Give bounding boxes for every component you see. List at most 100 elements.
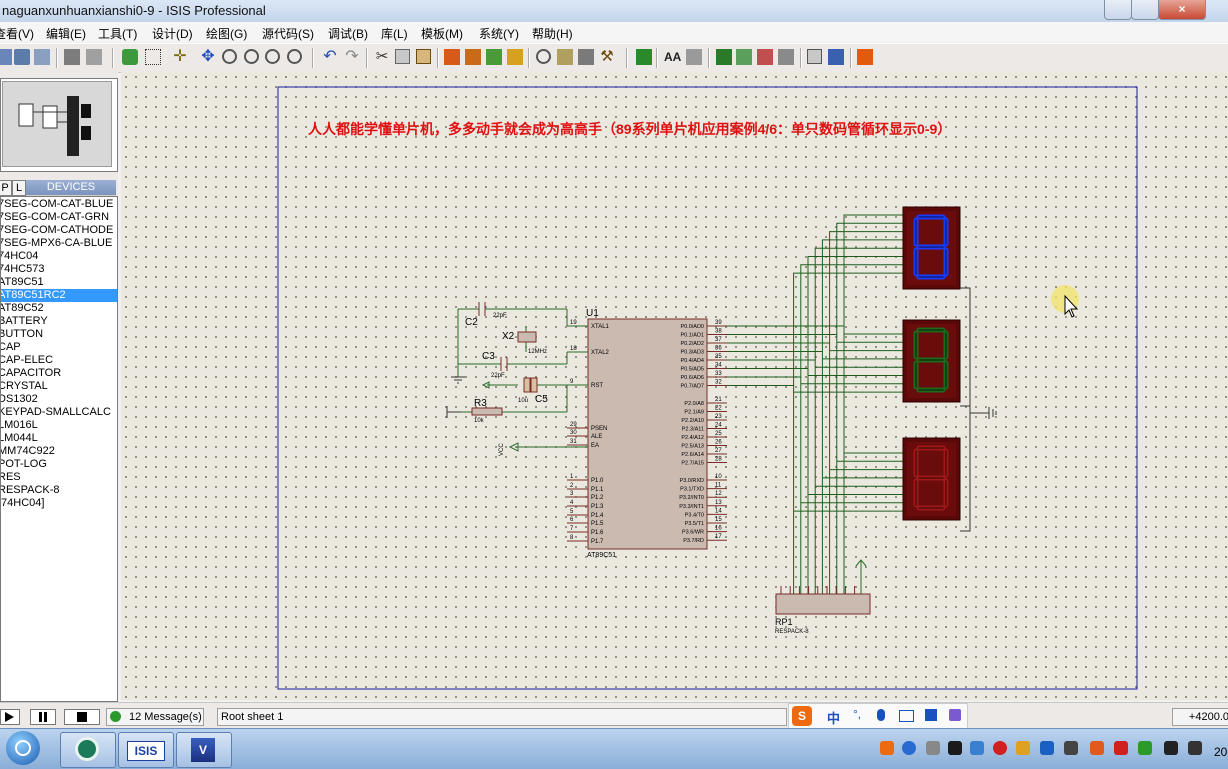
device-item[interactable]: MM74C922: [0, 445, 55, 457]
menu-tools[interactable]: 工具(T): [98, 27, 138, 41]
block-delete-icon[interactable]: [507, 49, 523, 65]
device-item[interactable]: BATTERY: [0, 315, 48, 327]
menu-design[interactable]: 设计(D): [152, 27, 193, 41]
device-item[interactable]: 74HC573: [0, 263, 45, 275]
seven-seg-display-blue[interactable]: [902, 206, 961, 290]
seven-seg-display-green[interactable]: [902, 319, 961, 403]
search-tag-icon[interactable]: AA: [664, 50, 682, 64]
device-item[interactable]: LM044L: [0, 432, 38, 444]
block-rotate-icon[interactable]: [486, 49, 502, 65]
r3-resistor[interactable]: [471, 407, 503, 416]
library-manager-button[interactable]: L: [12, 180, 26, 196]
pause-button[interactable]: [30, 709, 56, 725]
tray-security-icon[interactable]: [1040, 741, 1054, 755]
cut-icon[interactable]: ✂: [375, 48, 389, 65]
rp1-respack[interactable]: [775, 593, 871, 615]
refresh-icon[interactable]: [122, 49, 138, 65]
copy-icon[interactable]: [395, 49, 410, 64]
punctuation-icon[interactable]: °,: [853, 707, 862, 721]
device-item[interactable]: KEYPAD-SMALLCALC: [0, 406, 111, 418]
menu-debug[interactable]: 调试(B): [328, 27, 368, 41]
tray-pen-icon[interactable]: [948, 741, 962, 755]
u1-body[interactable]: [587, 318, 708, 550]
c2-capacitor[interactable]: [478, 302, 486, 316]
electrical-check-icon[interactable]: [828, 49, 844, 65]
tray-signal-icon[interactable]: [1164, 741, 1178, 755]
zoom-in-icon[interactable]: [222, 49, 237, 64]
menu-template[interactable]: 模板(M): [421, 27, 463, 41]
device-item[interactable]: RESPACK-8: [0, 484, 60, 496]
menu-graph[interactable]: 绘图(G): [206, 27, 248, 41]
goto-sheet-icon[interactable]: [778, 49, 794, 65]
c3-capacitor[interactable]: [500, 357, 508, 371]
tray-network-icon[interactable]: [1138, 741, 1152, 755]
minimize-button[interactable]: [1104, 0, 1132, 20]
tray-settings-icon[interactable]: [926, 741, 940, 755]
device-item[interactable]: 7SEG-COM-CAT-BLUE: [0, 198, 114, 210]
menu-help[interactable]: 帮助(H): [532, 27, 573, 41]
menu-edit[interactable]: 编辑(E): [46, 27, 86, 41]
tray-shield-icon[interactable]: [1016, 741, 1030, 755]
ime-mode[interactable]: 中: [827, 711, 841, 726]
device-item[interactable]: CAP-ELEC: [0, 354, 54, 366]
paste-icon[interactable]: [416, 49, 431, 64]
overview-window[interactable]: [0, 78, 118, 172]
tray-window-icon[interactable]: [1064, 741, 1078, 755]
open-icon[interactable]: [14, 49, 30, 65]
device-item[interactable]: LM016L: [0, 419, 38, 431]
zoom-out-icon[interactable]: [244, 49, 259, 64]
tray-help-icon[interactable]: [902, 741, 916, 755]
tray-antivirus-icon[interactable]: [1114, 741, 1128, 755]
taskbar-isis[interactable]: ISIS: [118, 732, 174, 768]
menu-view[interactable]: 查看(V): [0, 27, 34, 41]
wire-autorouter-icon[interactable]: [636, 49, 652, 65]
zoom-all-icon[interactable]: [265, 49, 280, 64]
new-sheet-icon[interactable]: [716, 49, 732, 65]
property-tool-icon[interactable]: [686, 49, 702, 65]
device-item[interactable]: RES: [0, 471, 21, 483]
grid-icon[interactable]: [145, 49, 161, 65]
ime-toolbar[interactable]: S 中 °,: [788, 703, 968, 729]
menu-system[interactable]: 系统(Y): [479, 27, 519, 41]
device-item[interactable]: CAP: [0, 341, 21, 353]
save-icon[interactable]: [34, 49, 50, 65]
remove-sheet-icon[interactable]: [757, 49, 773, 65]
device-item[interactable]: 7SEG-MPX6-CA-BLUE: [0, 237, 113, 249]
schematic-editor[interactable]: 人人都能学懂单片机，多多动手就会成为高高手（89系列单片机应用案例4/6：单只数…: [121, 72, 1228, 700]
device-item[interactable]: 7SEG-COM-CATHODE: [0, 224, 114, 236]
device-item[interactable]: AT89C51RC2: [1, 289, 117, 302]
make-device-icon[interactable]: [557, 49, 573, 65]
seven-seg-display-red[interactable]: [902, 437, 961, 521]
messages-panel[interactable]: 12 Message(s): [106, 708, 204, 726]
block-move-icon[interactable]: [465, 49, 481, 65]
device-item[interactable]: AT89C52: [0, 302, 44, 314]
device-item[interactable]: CRYSTAL: [0, 380, 48, 392]
taskbar-keil[interactable]: V: [176, 732, 232, 768]
tray-usb-icon[interactable]: [970, 741, 984, 755]
keyboard-icon[interactable]: [899, 710, 914, 722]
clock[interactable]: 20: [1214, 745, 1228, 759]
decompose-icon[interactable]: ⚒: [600, 48, 614, 65]
tray-record-icon[interactable]: [993, 741, 1007, 755]
device-item[interactable]: POT-LOG: [0, 458, 47, 470]
add-sheet-icon[interactable]: [736, 49, 752, 65]
menu-source[interactable]: 源代码(S): [262, 27, 314, 41]
zoom-area-icon[interactable]: [287, 49, 302, 64]
undo-icon[interactable]: ↶: [323, 48, 337, 65]
tray-app-icon[interactable]: [1090, 741, 1104, 755]
skin-icon[interactable]: [925, 709, 937, 721]
device-item[interactable]: AT89C51: [0, 276, 44, 288]
menu-library[interactable]: 库(L): [381, 27, 408, 41]
bill-of-materials-icon[interactable]: [807, 49, 822, 64]
pan-icon[interactable]: ✥: [201, 48, 215, 65]
new-icon[interactable]: [0, 49, 12, 65]
device-item[interactable]: DS1302: [0, 393, 38, 405]
origin-icon[interactable]: ✛: [173, 48, 187, 65]
pick-device-button[interactable]: P: [0, 180, 12, 196]
maximize-button[interactable]: [1131, 0, 1159, 20]
device-item[interactable]: 7SEG-COM-CAT-GRN: [0, 211, 110, 223]
device-item[interactable]: BUTTON: [0, 328, 44, 340]
device-item[interactable]: CAPACITOR: [0, 367, 62, 379]
area-icon[interactable]: [86, 49, 102, 65]
